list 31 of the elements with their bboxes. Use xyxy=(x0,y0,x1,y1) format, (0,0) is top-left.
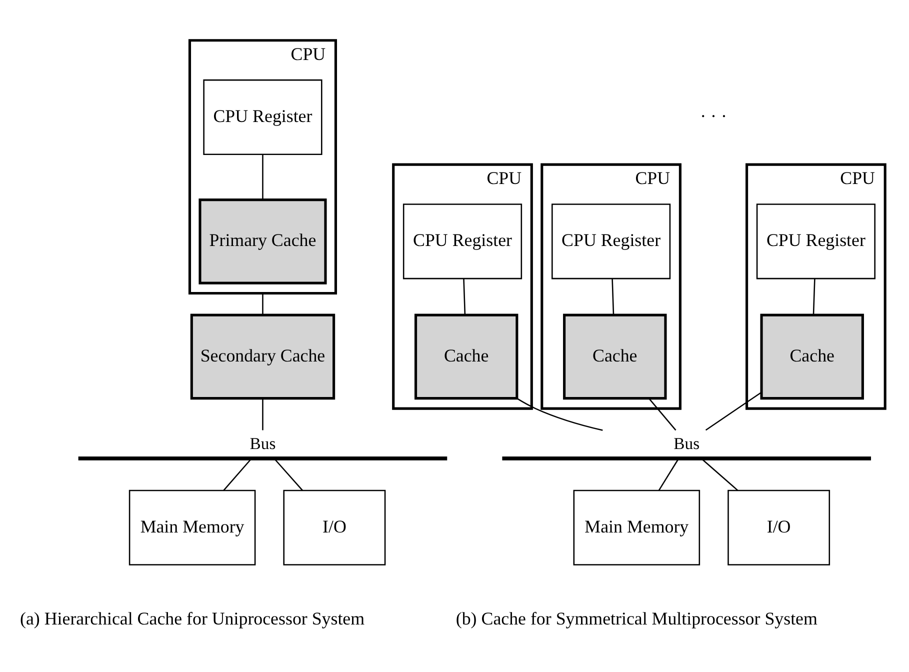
label: (a) Hierarchical Cache for Uniprocessor System xyxy=(20,608,365,628)
connector xyxy=(648,398,676,430)
node-box: CPU Register xyxy=(402,203,522,279)
node-box: Cache xyxy=(414,313,518,400)
node-text: Bus xyxy=(674,433,700,452)
node-box: Primary Cache xyxy=(198,198,327,284)
node-box: I/O xyxy=(283,489,386,565)
node-box: CPU Register xyxy=(203,78,322,154)
node-box: Main Memory xyxy=(128,489,256,565)
node-box: CPU Register xyxy=(756,203,876,279)
node-box: Main Memory xyxy=(573,489,700,565)
node-box: CPU Register xyxy=(552,203,671,279)
connector xyxy=(463,278,466,314)
node-box: Cache xyxy=(760,313,864,400)
connector xyxy=(658,458,680,490)
connector xyxy=(812,278,816,314)
connector xyxy=(516,397,603,430)
node-box: Cache xyxy=(563,313,667,400)
connector xyxy=(262,154,264,200)
node-text: Bus xyxy=(250,433,276,452)
connector xyxy=(274,458,303,490)
connector xyxy=(705,391,762,430)
connector xyxy=(262,398,264,430)
node-box: Secondary Cache xyxy=(190,313,336,400)
connector xyxy=(262,292,264,314)
connector xyxy=(612,278,614,314)
connector xyxy=(701,458,738,490)
connector xyxy=(223,458,252,490)
label: · · · xyxy=(700,105,727,126)
node-box: I/O xyxy=(728,489,830,565)
label: (b) Cache for Symmetrical Multiprocessor System xyxy=(456,608,818,628)
